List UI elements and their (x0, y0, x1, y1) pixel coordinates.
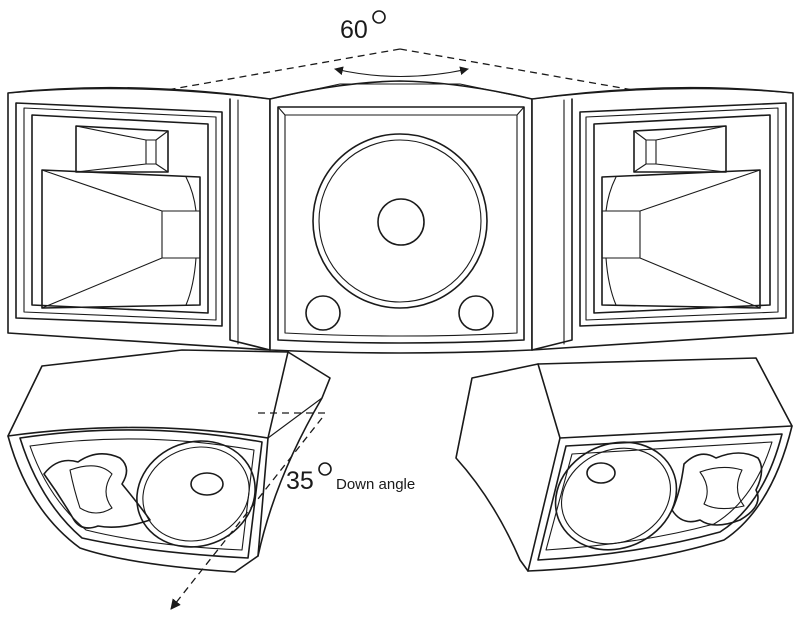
double-arrow-arc-icon (334, 66, 469, 78)
down-angle-guide (170, 412, 325, 610)
horizontal-angle-value: 60 (340, 16, 368, 44)
down-angle-value: 35 (286, 467, 314, 495)
left-floor-monitor (7, 349, 331, 573)
degree-ring-icon (372, 10, 386, 24)
degree-ring-icon (318, 462, 332, 476)
right-horn-speaker (531, 86, 794, 351)
down-angle-label: 35 Down angle (286, 462, 415, 495)
horizontal-angle-label: 60 (340, 10, 386, 44)
left-horn-speaker (7, 86, 271, 351)
down-angle-text: Down angle (336, 476, 415, 493)
dashed-arrow-icon (170, 417, 323, 610)
center-woofer-speaker (269, 80, 533, 354)
right-floor-monitor (455, 357, 793, 572)
